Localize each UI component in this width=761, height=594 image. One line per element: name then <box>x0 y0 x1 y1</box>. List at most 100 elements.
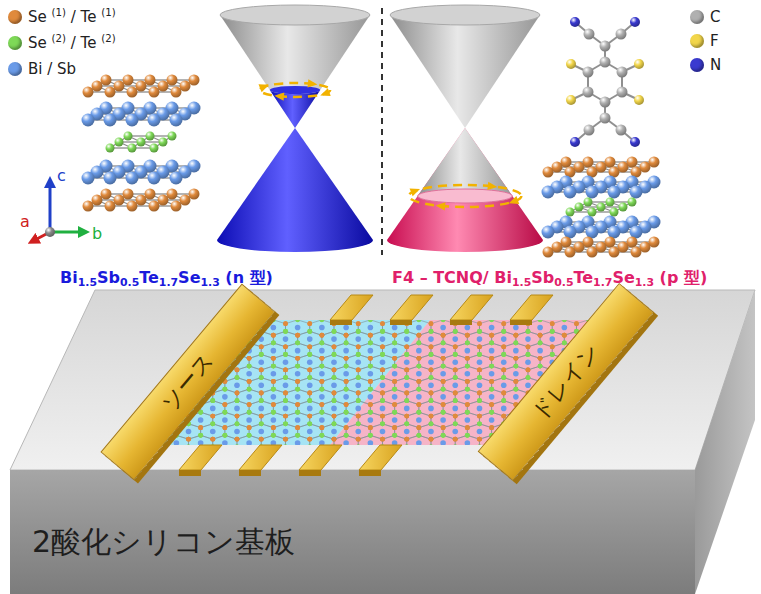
atom <box>356 352 361 357</box>
atom <box>404 414 409 419</box>
atom <box>538 364 543 369</box>
atom <box>332 375 337 380</box>
atom <box>356 421 361 426</box>
atom <box>222 402 227 407</box>
atom <box>259 368 264 373</box>
atom <box>307 391 312 396</box>
atom <box>513 356 518 361</box>
atom <box>259 437 264 442</box>
atom <box>513 333 518 338</box>
label-slot: F4 – TCNQ/ Bi1.5Sb0.5Te1.7Se1.3 (p 型) <box>392 268 707 289</box>
atom <box>171 87 182 98</box>
spin-arrowhead <box>410 189 420 197</box>
atom <box>452 336 458 342</box>
contact-pad <box>359 445 402 470</box>
atom <box>344 379 349 384</box>
atom <box>319 341 324 346</box>
atom <box>429 375 434 380</box>
atom <box>259 391 264 396</box>
atom <box>136 81 147 92</box>
atom <box>404 421 409 426</box>
atom <box>440 417 446 423</box>
atom <box>489 410 494 415</box>
atom <box>587 247 598 258</box>
atom <box>453 352 458 357</box>
atom <box>235 445 240 450</box>
atom <box>307 437 312 442</box>
atom <box>538 341 543 346</box>
atom <box>247 364 252 369</box>
atom <box>247 410 252 415</box>
atom <box>619 203 628 212</box>
contact-pad <box>330 295 373 320</box>
text-index: (1) <box>101 7 115 18</box>
atom <box>283 359 289 365</box>
atom <box>295 364 300 369</box>
atom <box>429 398 434 403</box>
atom <box>441 317 446 322</box>
atom <box>489 394 495 400</box>
atom <box>247 356 252 361</box>
atom <box>416 364 421 369</box>
atom <box>246 417 252 423</box>
atom <box>526 329 531 334</box>
atom <box>489 371 495 377</box>
atom <box>222 433 227 438</box>
atom <box>319 364 324 369</box>
atom <box>416 356 421 361</box>
atom <box>295 371 301 377</box>
atom <box>332 421 337 426</box>
atom <box>307 352 312 357</box>
atom <box>600 57 611 68</box>
atom <box>368 448 373 453</box>
atom <box>489 425 494 430</box>
atom <box>501 368 506 373</box>
atom <box>307 368 312 373</box>
divider <box>381 8 383 255</box>
atom <box>404 406 410 412</box>
atom <box>429 368 434 373</box>
atom <box>380 352 385 357</box>
contact-pad-edge <box>239 470 261 476</box>
atom <box>477 368 482 373</box>
dirac-cone <box>217 5 373 252</box>
atom <box>307 398 312 403</box>
text-index: 1.7 <box>159 276 178 289</box>
atom <box>513 356 518 361</box>
atom <box>92 81 103 92</box>
atom <box>368 402 373 407</box>
atom <box>416 341 421 346</box>
spin-arrowhead <box>436 202 446 210</box>
atom <box>186 445 191 450</box>
atom <box>344 356 349 361</box>
atom <box>198 425 203 430</box>
text-index: 1.3 <box>200 276 219 289</box>
atom <box>526 368 531 373</box>
atom <box>404 352 409 357</box>
atom <box>247 387 252 392</box>
atom <box>295 364 300 369</box>
atom <box>429 398 434 403</box>
atom <box>392 387 397 392</box>
atom <box>489 348 495 354</box>
atom <box>617 87 628 98</box>
atom <box>513 379 518 384</box>
atom <box>368 379 373 384</box>
atom <box>501 375 506 380</box>
legend-swatch <box>8 36 22 50</box>
atom <box>295 341 300 346</box>
atom <box>501 398 506 403</box>
atom <box>319 317 324 322</box>
atom <box>170 172 183 185</box>
atom <box>198 433 203 438</box>
atom <box>392 402 397 407</box>
atom <box>525 336 531 342</box>
atom <box>180 81 191 92</box>
atom <box>513 356 518 361</box>
atom <box>271 425 276 430</box>
atom <box>344 387 349 392</box>
atom <box>477 414 482 419</box>
atom <box>501 398 506 403</box>
atom <box>356 445 361 450</box>
atom <box>319 433 324 438</box>
